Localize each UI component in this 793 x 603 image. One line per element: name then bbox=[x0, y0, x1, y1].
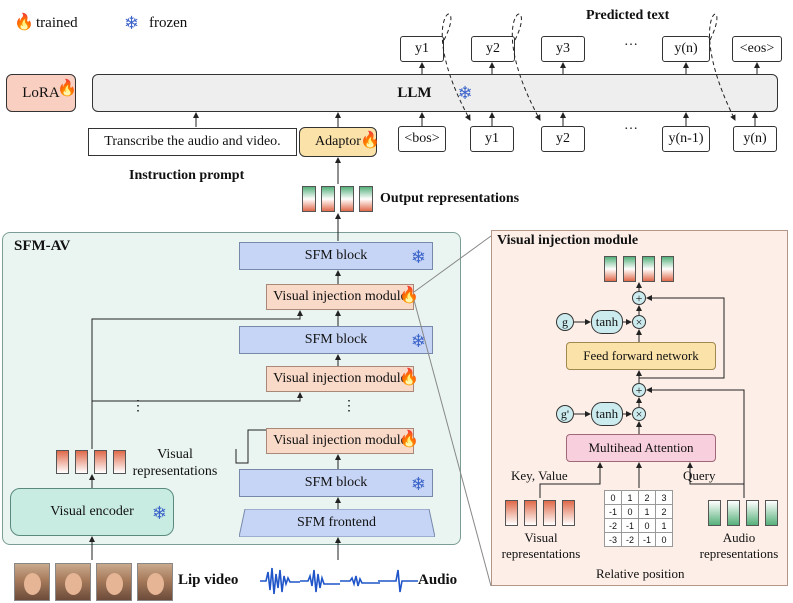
sfm-frontend-label: SFM frontend bbox=[297, 515, 376, 530]
audio-wave bbox=[340, 575, 380, 587]
sfm-block-label: SFM block bbox=[304, 475, 368, 490]
snowflake-icon: ❄ bbox=[410, 474, 426, 494]
vim-output-bars bbox=[604, 256, 676, 282]
llm-box: LLM ❄ bbox=[92, 74, 778, 112]
ffn-box: Feed forward network bbox=[566, 342, 716, 370]
lip-frame bbox=[55, 563, 91, 601]
adaptor-box: Adaptor 🔥 bbox=[299, 127, 380, 157]
visual-representations-label: Visual representations bbox=[132, 447, 218, 479]
query-label: Query bbox=[683, 468, 716, 483]
mha-box: Multihead Attention bbox=[566, 434, 716, 462]
fire-icon: 🔥 bbox=[399, 369, 419, 386]
add-node: + bbox=[632, 291, 646, 305]
fire-icon: 🔥 bbox=[57, 80, 77, 97]
dots: ⋮ bbox=[131, 399, 145, 414]
adaptor-label: Adaptor bbox=[315, 134, 361, 149]
predicted-text-label: Predicted text bbox=[586, 8, 670, 23]
instruction-prompt-label: Instruction prompt bbox=[129, 168, 245, 183]
sfm-block: SFM block ❄ bbox=[239, 242, 433, 270]
visual-encoder: Visual encoder ❄ bbox=[10, 488, 174, 536]
dots: ⋮ bbox=[342, 399, 356, 414]
lora-box: LoRA 🔥 bbox=[6, 74, 77, 112]
output-token: <eos> bbox=[732, 36, 782, 62]
output-token: y1 bbox=[400, 36, 444, 62]
relative-position-label: Relative position bbox=[596, 566, 685, 581]
sfm-block-label: SFM block bbox=[304, 248, 368, 263]
legend-trained: trained bbox=[36, 15, 78, 31]
input-token: y1 bbox=[470, 126, 514, 152]
lip-video-label: Lip video bbox=[178, 572, 239, 588]
g-prime-node: g' bbox=[556, 405, 574, 423]
vim-visual-bars bbox=[505, 500, 577, 526]
tanh-node: tanh bbox=[591, 310, 623, 334]
sfm-av-title: SFM-AV bbox=[14, 238, 71, 254]
visual-representations-bars bbox=[56, 450, 128, 474]
audio-label: Audio bbox=[418, 572, 458, 588]
multiply-node: × bbox=[632, 407, 646, 421]
tanh-node: tanh bbox=[591, 402, 623, 426]
audio-wave bbox=[378, 569, 418, 593]
visual-injection-module: Visual injection module 🔥 bbox=[266, 428, 419, 454]
input-token: <bos> bbox=[398, 126, 446, 152]
vim-detail-title: Visual injection module bbox=[497, 233, 639, 248]
sfm-block: SFM block ❄ bbox=[239, 326, 433, 354]
vim-label: Visual injection module bbox=[273, 289, 407, 304]
vim-label: Visual injection module bbox=[273, 371, 407, 386]
lip-frame bbox=[96, 563, 132, 601]
snowflake-icon: ❄ bbox=[457, 83, 473, 103]
vim-label: Visual injection module bbox=[273, 433, 407, 448]
input-token: y(n) bbox=[733, 126, 777, 152]
lora-label: LoRA bbox=[22, 84, 60, 101]
input-token: y2 bbox=[541, 126, 585, 152]
llm-label: LLM bbox=[397, 84, 432, 101]
output-token: y(n) bbox=[662, 36, 710, 62]
input-ellipsis: … bbox=[624, 118, 638, 133]
legend-frozen: frozen bbox=[149, 15, 188, 31]
visual-encoder-label: Visual encoder bbox=[50, 504, 134, 519]
output-representations-label: Output representations bbox=[380, 191, 520, 206]
output-representations-bars bbox=[302, 186, 373, 212]
output-ellipsis: … bbox=[624, 34, 638, 49]
fire-icon: 🔥 bbox=[399, 431, 419, 448]
lip-frame bbox=[137, 563, 173, 601]
output-token: y3 bbox=[541, 36, 585, 62]
lip-frame bbox=[14, 563, 50, 601]
sfm-block: SFM block ❄ bbox=[239, 469, 433, 497]
audio-wave bbox=[260, 567, 300, 595]
g-node: g bbox=[556, 313, 574, 331]
audio-wave bbox=[300, 569, 340, 593]
snowflake-icon: ❄ bbox=[410, 331, 426, 351]
sfm-frontend-shape bbox=[239, 509, 435, 537]
vim-audio-label: Audio representations bbox=[699, 530, 779, 561]
key-value-label: Key, Value bbox=[511, 468, 568, 483]
vim-audio-bars bbox=[708, 500, 780, 526]
snowflake-icon: ❄ bbox=[151, 503, 167, 523]
sfm-frontend: SFM frontend bbox=[239, 509, 435, 537]
add-node: + bbox=[632, 383, 646, 397]
fire-icon: 🔥 bbox=[14, 14, 34, 31]
vim-visual-label: Visual representations bbox=[501, 530, 581, 561]
visual-injection-module: Visual injection module 🔥 bbox=[266, 366, 419, 392]
multiply-node: × bbox=[632, 315, 646, 329]
snowflake-icon: ❄ bbox=[410, 247, 426, 267]
snowflake-icon: ❄ bbox=[124, 13, 140, 33]
sfm-block-label: SFM block bbox=[304, 332, 368, 347]
fire-icon: 🔥 bbox=[360, 132, 380, 149]
input-token: y(n-1) bbox=[662, 126, 710, 152]
visual-injection-module: Visual injection module 🔥 bbox=[266, 284, 419, 310]
prompt-box: Transcribe the audio and video. bbox=[88, 128, 297, 156]
output-token: y2 bbox=[471, 36, 515, 62]
